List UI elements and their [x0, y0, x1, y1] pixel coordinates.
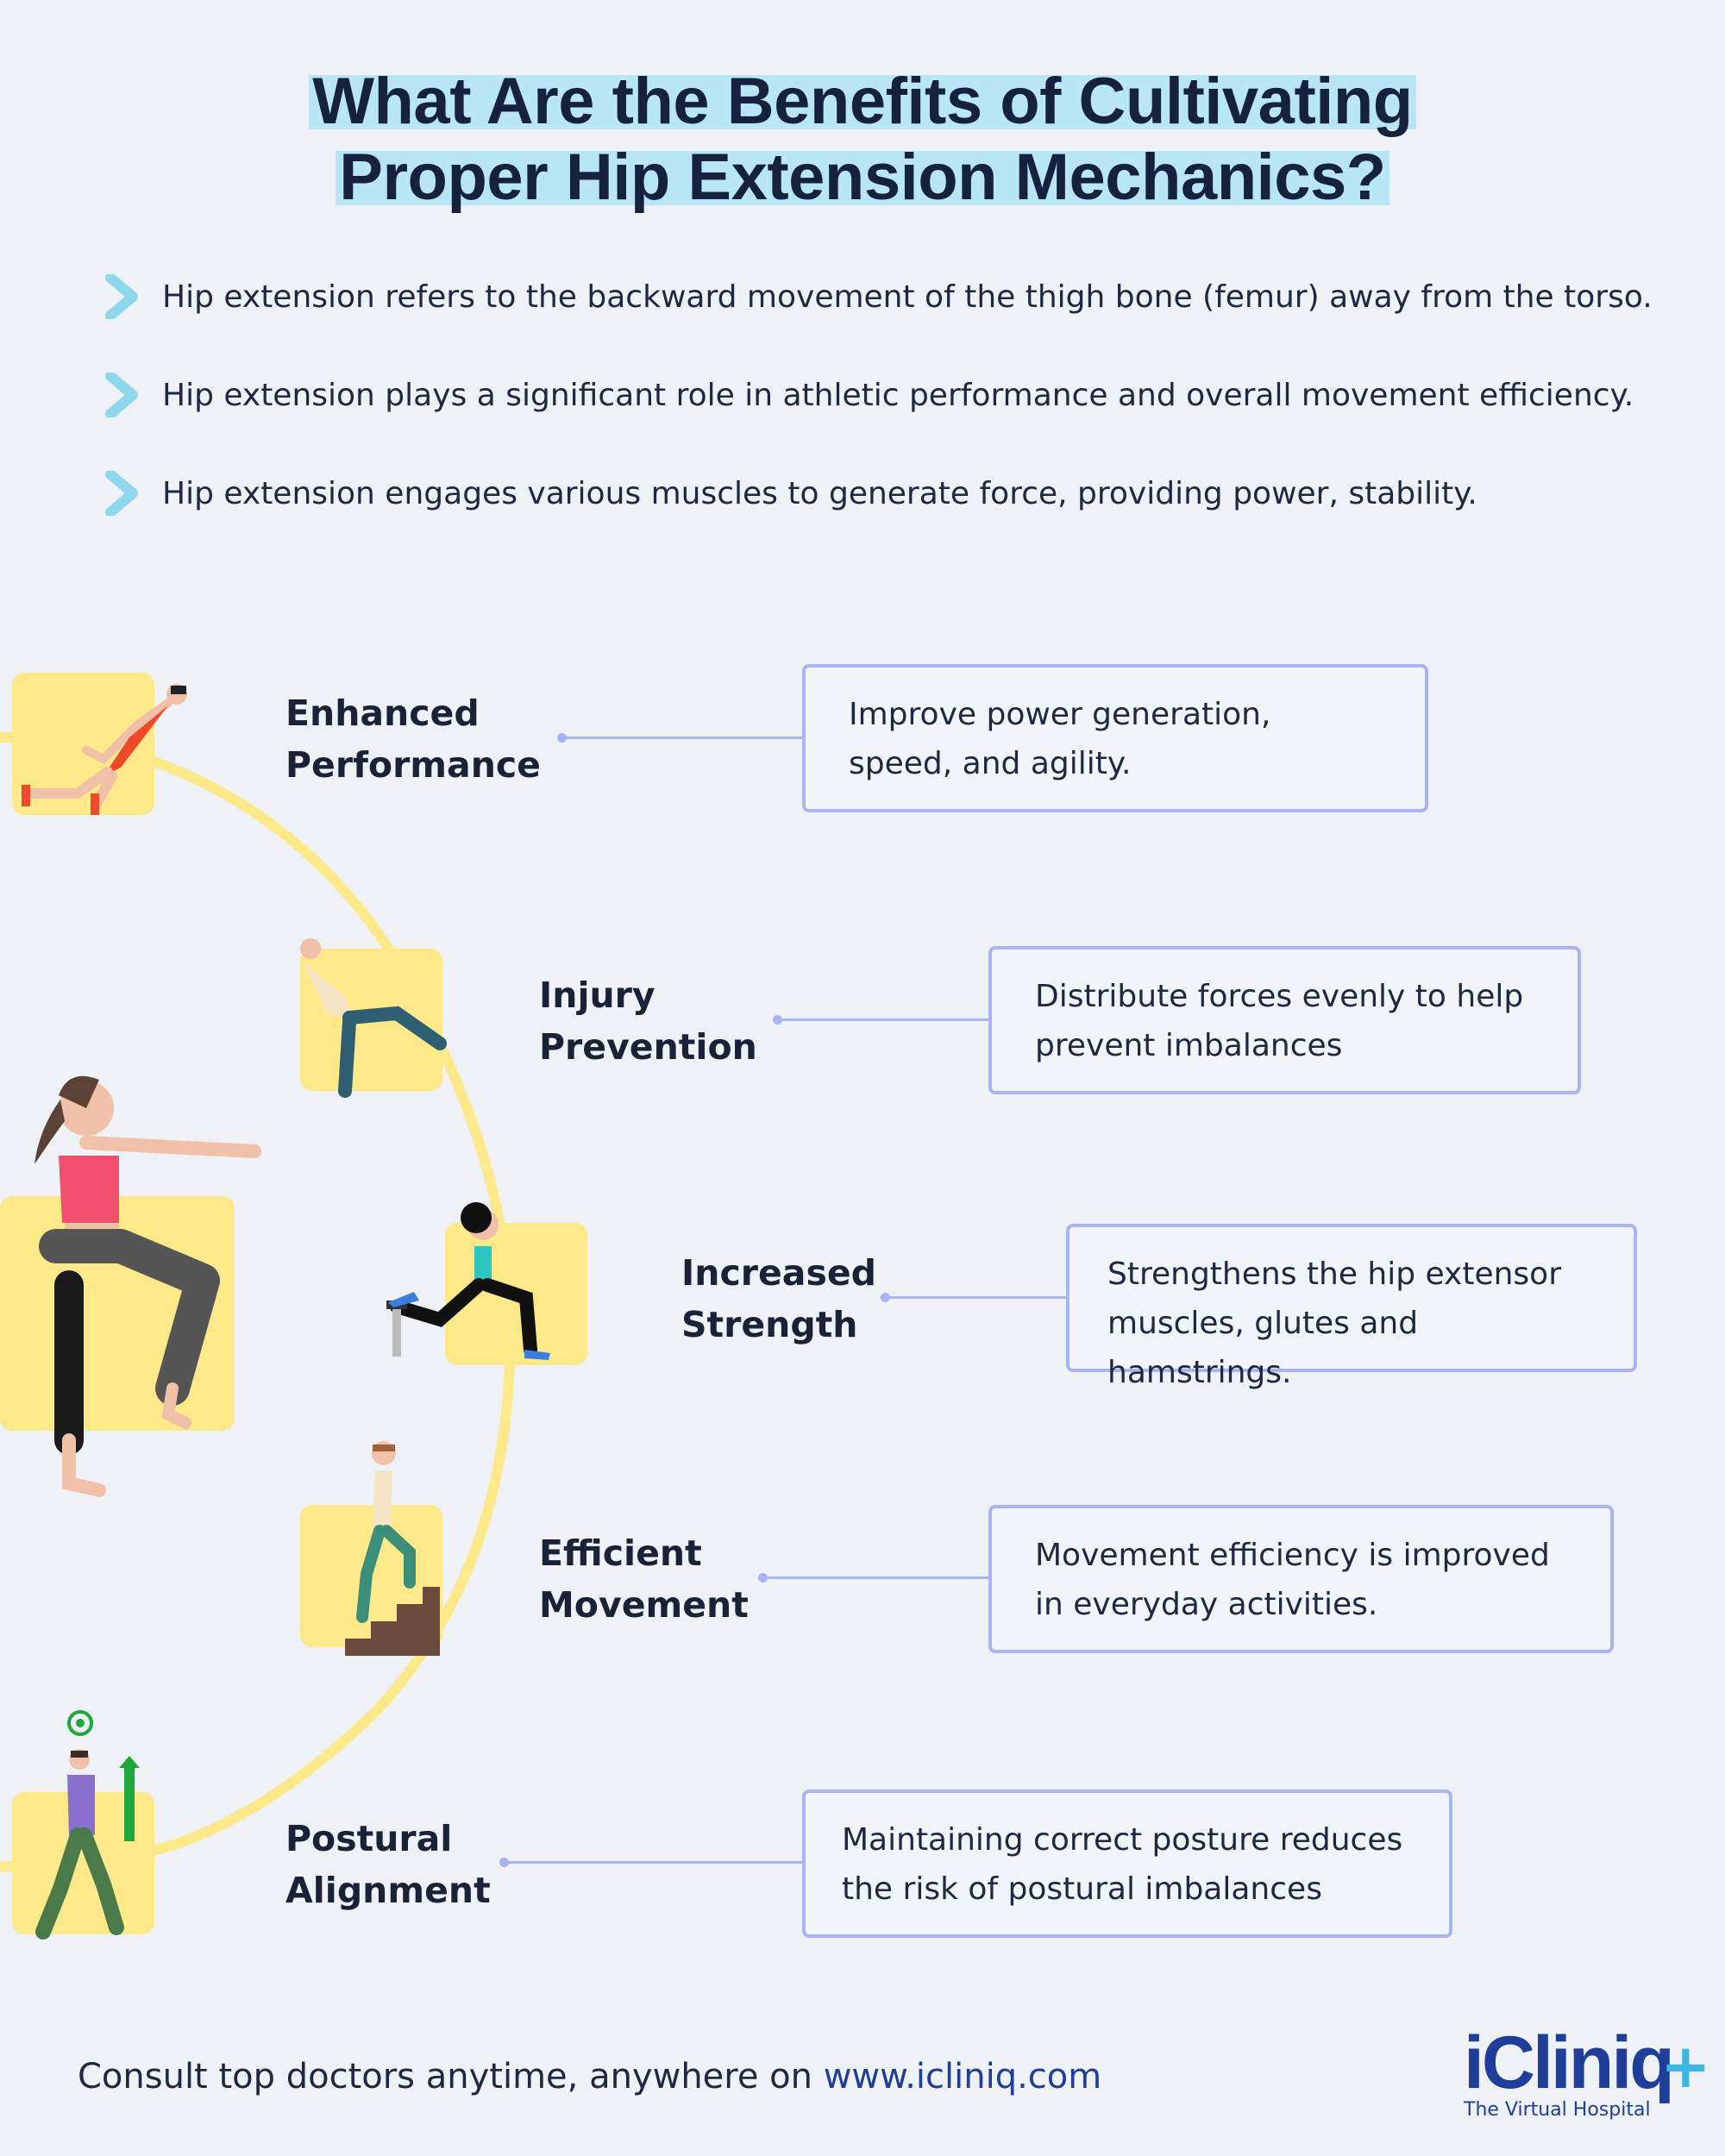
sprinter-icon	[21, 684, 187, 815]
connector-line-2	[773, 1015, 990, 1025]
icliniq-logo: iCliniq + The Virtual Hospital	[1464, 2021, 1711, 2121]
page-title-line-1: What Are the Benefits of Cultivating	[0, 64, 1725, 139]
benefit-desc-box-5: Maintaining correct posture reduces the …	[802, 1789, 1452, 1938]
benefit-desc-box-3: Strengthens the hip extensor muscles, gl…	[1066, 1224, 1637, 1390]
intro-bullet-1: Hip extension refers to the backward mov…	[104, 274, 1653, 319]
connector-line-5	[499, 1858, 804, 1867]
intro-bullet-2: Hip extension plays a significant role i…	[104, 373, 1634, 417]
intro-bullet-3: Hip extension engages various muscles to…	[104, 471, 1477, 516]
connector-line-1	[557, 733, 804, 743]
chevron-right-icon	[105, 274, 138, 319]
website-link[interactable]: www.icliniq.com	[823, 2057, 1102, 2096]
benefit-desc-box-4: Movement efficiency is improved in every…	[988, 1505, 1614, 1653]
chevron-right-icon	[105, 471, 138, 516]
man-stepping-icon	[300, 938, 447, 1098]
man-climbing-stairs-icon	[345, 1441, 440, 1656]
footer-text: Consult top doctors anytime, anywhere on…	[78, 2057, 1102, 2096]
man-walking-posture-icon	[35, 1710, 140, 1940]
woman-lunge-icon	[386, 1202, 550, 1360]
plus-icon: +	[1660, 2031, 1711, 2102]
benefit-desc-box-2: Distribute forces evenly to help prevent…	[988, 946, 1581, 1094]
benefit-desc-box-1: Improve power generation, speed, and agi…	[802, 664, 1428, 812]
woman-knee-raise-icon	[34, 1075, 261, 1497]
chevron-right-icon	[105, 373, 138, 417]
page-title-line-2: Proper Hip Extension Mechanics?	[0, 140, 1725, 215]
connector-line-3	[881, 1293, 1068, 1302]
connector-line-4	[758, 1573, 990, 1583]
